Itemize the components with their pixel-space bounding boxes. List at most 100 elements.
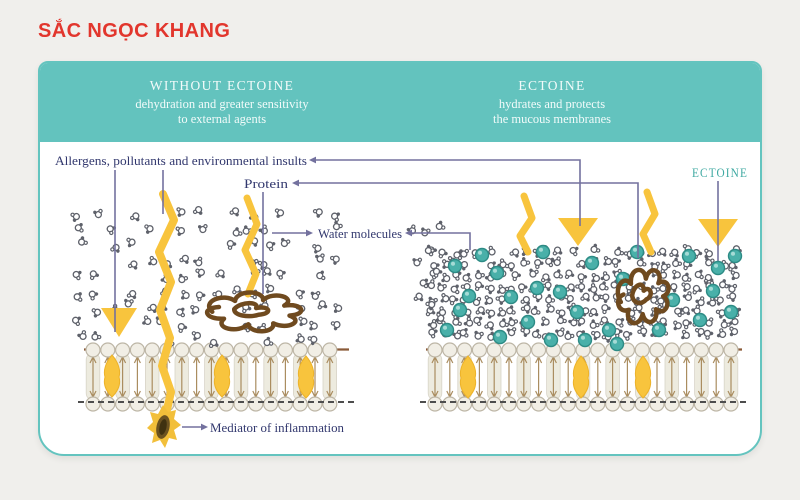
water-molecule	[554, 313, 568, 327]
water-molecule	[450, 315, 463, 328]
water-molecule	[504, 304, 517, 317]
water-molecule	[224, 237, 238, 251]
water-molecule	[176, 206, 187, 218]
protein-connector	[297, 182, 639, 258]
water-molecule	[515, 280, 529, 295]
water-molecule	[439, 292, 451, 305]
ectoine-molecule	[552, 284, 568, 300]
water-molecule	[74, 222, 84, 234]
water-molecule	[671, 269, 681, 281]
water-molecule	[189, 304, 200, 316]
ectoine-molecule	[601, 322, 617, 338]
water-molecule	[70, 314, 82, 327]
water-molecule	[520, 294, 533, 307]
protein-label: Protein	[244, 176, 289, 191]
ectoine-molecule	[692, 312, 708, 328]
water-molecule	[436, 246, 449, 260]
water-molecule	[597, 280, 610, 293]
water-molecule	[141, 314, 153, 328]
water-molecule	[191, 255, 205, 269]
ectoine-molecule	[503, 289, 519, 305]
water-molecule	[433, 219, 447, 233]
water-molecule	[192, 205, 205, 216]
water-molecule	[544, 303, 556, 315]
left-panel-subtitle-1: dehydration and greater sensitivity	[135, 96, 309, 111]
arrowhead	[306, 229, 313, 237]
water-molecule	[483, 319, 497, 332]
ectoine-molecule	[489, 265, 505, 281]
water-molecule	[413, 291, 425, 303]
water-molecule	[418, 226, 432, 238]
water-molecule	[528, 304, 542, 318]
allergens-connector	[314, 159, 581, 226]
water-molecule	[504, 259, 518, 274]
water-molecule	[587, 318, 601, 332]
water-molecule	[568, 244, 580, 257]
mediator-label: Mediator of inflammation	[210, 420, 344, 435]
water-molecule	[264, 283, 275, 295]
water-molecule	[230, 225, 244, 240]
water-molecule	[143, 223, 155, 235]
water-molecule	[178, 253, 192, 266]
brand-logo: SẮC NGỌC KHANG	[38, 20, 231, 42]
water-molecule	[590, 272, 601, 284]
water-molecule	[614, 316, 626, 329]
water-molecule	[586, 282, 600, 296]
water-connector-right	[410, 232, 471, 250]
water-molecule	[472, 329, 485, 341]
ectoine-molecule	[492, 329, 508, 345]
water-molecule	[127, 259, 140, 271]
water-molecule	[483, 295, 494, 307]
left-panel-title: WITHOUT ECTOINE	[149, 77, 295, 93]
allergen-squiggle-2	[241, 194, 261, 298]
water-molecule	[680, 281, 692, 293]
water-molecule	[329, 210, 342, 223]
left-panel-subtitle-2: to external agents	[177, 112, 267, 126]
impact-arrow-left	[101, 308, 137, 337]
water-molecule	[75, 329, 90, 343]
water-molecule	[668, 247, 681, 259]
arrowhead	[292, 179, 299, 187]
water-molecule	[308, 320, 319, 332]
water-molecule	[311, 242, 323, 255]
water-molecule	[680, 329, 691, 342]
water-molecule	[505, 326, 518, 337]
water-molecule	[109, 242, 122, 254]
water-molecule	[672, 320, 683, 332]
water-molecule	[730, 269, 741, 281]
water-molecule	[316, 299, 329, 310]
water-molecule	[551, 268, 564, 281]
water-molecule	[561, 329, 576, 343]
header-ectoine: ECTOINE hydrates and protects the mucous…	[402, 63, 702, 142]
water-molecule	[694, 268, 705, 280]
water-molecule	[680, 305, 692, 317]
water-molecule	[440, 272, 452, 285]
water-molecule	[73, 291, 83, 303]
water-molecule	[411, 257, 423, 267]
ectoine-target-molecule	[710, 260, 726, 276]
mediator-blob	[147, 405, 181, 448]
water-molecule	[175, 224, 187, 238]
ectoine-molecule	[569, 304, 585, 320]
water-molecule	[298, 315, 308, 327]
left-cell-membrane	[78, 342, 355, 412]
water-molecule	[598, 301, 613, 315]
water-molecule	[69, 210, 82, 224]
water-molecule	[726, 283, 738, 293]
water-molecule	[147, 255, 159, 268]
water-molecule	[71, 268, 83, 281]
ectoine-molecule	[609, 336, 625, 352]
water-molecule	[180, 289, 191, 302]
water-molecule	[129, 211, 142, 223]
water-molecule	[122, 297, 135, 309]
ectoine-molecule	[727, 248, 743, 264]
water-molecule	[552, 246, 564, 256]
water-molecule	[636, 325, 650, 339]
water-molecules-label: Water molecules	[318, 226, 402, 241]
left-water-molecules	[69, 205, 344, 351]
water-molecule	[540, 316, 551, 328]
ectoine-molecule	[461, 288, 477, 304]
allergen-squiggle-3	[516, 192, 536, 256]
ectoine-molecule	[529, 280, 545, 296]
